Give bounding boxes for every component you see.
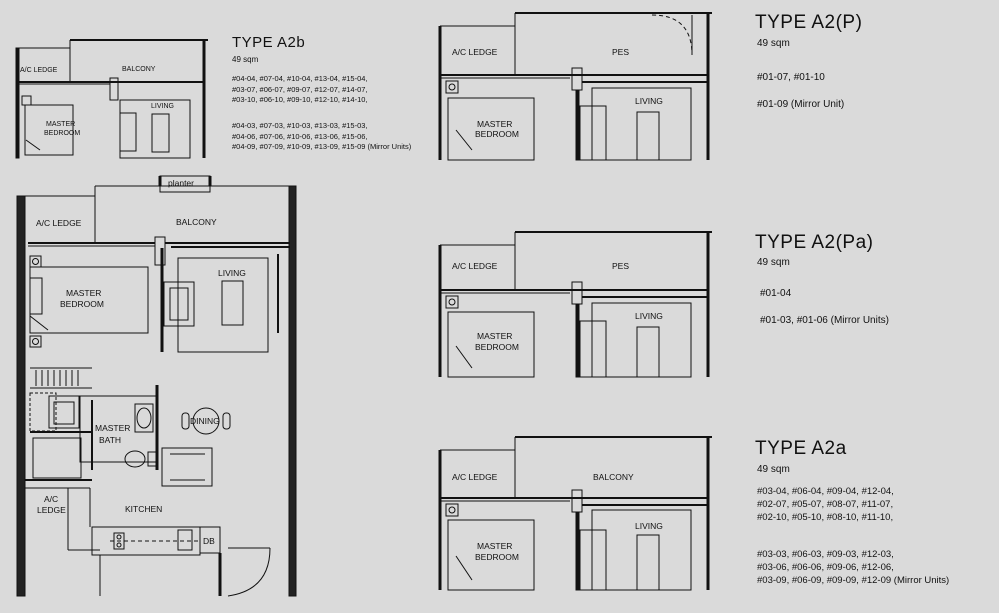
a2b-mirror-units-line: #04-09, #07-09, #10-09, #13-09, #15-09 (… [232,142,412,151]
a2pa-master-bedroom-label: MASTER [477,331,512,341]
a2a-master-bedroom-label-2: BEDROOM [475,552,519,562]
a2pa-type-title: TYPE A2(Pa) [755,232,874,253]
a2a-mirror-units-line: #03-09, #06-09, #09-09, #12-09 (Mirror U… [757,575,950,586]
a2b-master-bedroom-label-2: BEDROOM [44,130,80,137]
dining-label: DINING [190,416,220,426]
a2b-mirror-units-line: #04-03, #07-03, #10-03, #13-03, #15-03, [232,121,368,130]
kitchen-label: KITCHEN [125,504,162,514]
a2b-master-bedroom-label: MASTER [46,121,75,128]
a2pa-pes-label: PES [612,261,629,271]
db-label: DB [203,536,215,546]
master-bedroom-label-2: BEDROOM [60,299,104,309]
a2p-living-label: LIVING [635,96,663,106]
master-bedroom-label: MASTER [66,288,101,298]
ac-ledge-bottom-label-2: LEDGE [37,505,66,515]
a2a-master-bedroom-label: MASTER [477,541,512,551]
a2pa-units: #01-04 [760,288,792,299]
plan-a2pa [438,231,712,378]
a2p-mirror-units: #01-09 (Mirror Unit) [757,99,845,110]
a2b-balcony-label: BALCONY [122,66,156,73]
a2b-mirror-units-line: #04-06, #07-06, #10-06, #13-06, #15-06, [232,131,368,141]
a2a-mirror-units-line: #03-03, #06-03, #09-03, #12-03, [757,549,894,560]
a2pa-living-label: LIVING [635,311,663,321]
a2pa-area: 49 sqm [757,257,790,268]
ac-ledge-top-label: A/C LEDGE [36,218,82,228]
a2b-type-title: TYPE A2b [232,34,306,51]
master-bath-label: MASTER [95,423,130,433]
a2pa-master-bedroom-label-2: BEDROOM [475,342,519,352]
a2p-master-bedroom-label: MASTER [477,119,512,129]
a2a-ac-ledge-label: A/C LEDGE [452,472,498,482]
a2p-pes-label: PES [612,47,629,57]
a2b-area: 49 sqm [232,55,259,64]
a2p-units: #01-07, #01-10 [757,72,825,83]
planter-label: planter [168,178,194,188]
a2b-ac-ledge-label: A/C LEDGE [20,67,58,74]
a2b-mirror-units: #04-03, #07-03, #10-03, #13-03, #15-03, … [232,121,411,153]
a2a-area: 49 sqm [757,464,790,475]
a2p-ac-ledge-label: A/C LEDGE [452,47,498,57]
balcony-label: BALCONY [176,217,217,227]
a2pa-ac-ledge-label: A/C LEDGE [452,261,498,271]
a2pa-mirror-units: #01-03, #01-06 (Mirror Units) [760,315,889,326]
a2a-mirror-units: #03-03, #06-03, #09-03, #12-03, #03-06, … [757,548,949,587]
a2b-living-label: LIVING [151,103,174,110]
a2p-area: 49 sqm [757,38,790,49]
ac-ledge-bottom-label: A/C [44,494,58,504]
master-bath-label-2: BATH [99,435,121,445]
a2p-master-bedroom-label-2: BEDROOM [475,129,519,139]
a2b-units: #04-04, #07-04, #10-04, #13-04, #15-04, … [232,74,368,106]
a2a-units: #03-04, #06-04, #09-04, #12-04, #02-07, … [757,485,894,524]
a2a-type-title: TYPE A2a [755,438,847,459]
a2a-units-line: #02-10, #05-10, #08-10, #11-10, [757,512,894,523]
a2a-living-label: LIVING [635,521,663,531]
a2a-units-line: #03-04, #06-04, #09-04, #12-04, [757,486,894,497]
living-label: LIVING [218,268,246,278]
a2b-units-line: #03-10, #06-10, #09-10, #12-10, #14-10, [232,95,368,104]
a2b-units-line: #04-04, #07-04, #10-04, #13-04, #15-04, [232,74,368,83]
a2a-mirror-units-line: #03-06, #06-06, #09-06, #12-06, [757,562,894,573]
plan-main [16,175,297,597]
plan-a2b [15,39,208,159]
a2a-units-line: #02-07, #05-07, #08-07, #11-07, [757,499,894,510]
a2b-units-line: #03-07, #06-07, #09-07, #12-07, #14-07, [232,84,368,94]
a2a-balcony-label: BALCONY [593,472,634,482]
a2p-type-title: TYPE A2(P) [755,12,863,33]
plan-a2p [438,12,712,161]
plan-a2a [438,436,712,591]
